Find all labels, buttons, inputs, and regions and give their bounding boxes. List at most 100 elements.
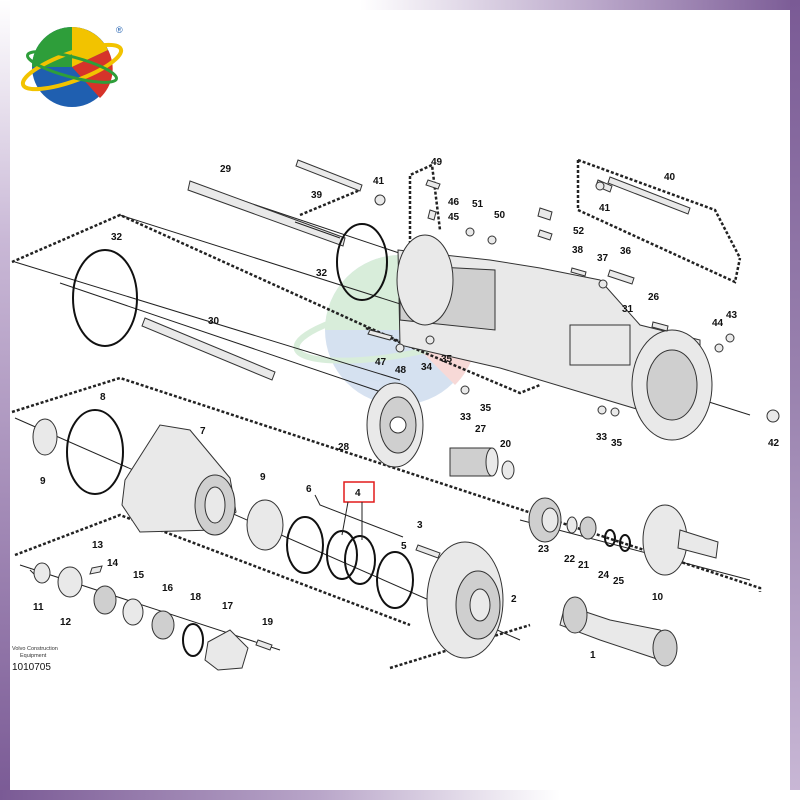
rod-39	[295, 159, 363, 192]
callout-48[interactable]: 48	[395, 365, 407, 376]
callout-5[interactable]: 5	[401, 541, 407, 552]
callout-14[interactable]: 14	[107, 558, 119, 569]
callout-2[interactable]: 2	[511, 594, 517, 605]
callout-25[interactable]: 25	[613, 576, 625, 587]
callout-31[interactable]: 31	[622, 304, 634, 315]
callout-9-left[interactable]: 9	[40, 476, 46, 487]
callout-19[interactable]: 19	[262, 617, 274, 628]
callout-15[interactable]: 15	[133, 570, 145, 581]
callout-34[interactable]: 34	[421, 362, 433, 373]
callout-35-mid[interactable]: 35	[480, 403, 492, 414]
circlip-8	[66, 409, 124, 495]
callout-29[interactable]: 29	[220, 164, 232, 175]
callout-23[interactable]: 23	[538, 544, 550, 555]
callout-16[interactable]: 16	[162, 583, 174, 594]
ring-6	[286, 516, 324, 574]
hub-28	[366, 382, 424, 468]
callout-47[interactable]: 47	[375, 357, 387, 368]
shaft-10	[642, 504, 719, 576]
shaft-29	[187, 180, 346, 247]
wheel-hub-2	[426, 541, 504, 659]
washer-15	[122, 598, 144, 626]
ring-25	[619, 534, 631, 552]
bearing-9-right	[246, 499, 284, 551]
nut-16	[151, 610, 175, 640]
callout-24[interactable]: 24	[598, 570, 610, 581]
carrier-7	[121, 424, 237, 536]
shaft-30	[141, 317, 276, 381]
callout-8[interactable]: 8	[100, 392, 106, 403]
callout-32-left[interactable]: 32	[111, 232, 123, 243]
callout-37[interactable]: 37	[597, 253, 609, 264]
callout-33-right[interactable]: 33	[596, 432, 608, 443]
callout-21[interactable]: 21	[578, 560, 590, 571]
callout-10[interactable]: 10	[652, 592, 664, 603]
callout-40[interactable]: 40	[664, 172, 676, 183]
callout-26[interactable]: 26	[648, 292, 660, 303]
ring-4a	[326, 530, 358, 580]
ring-5	[376, 551, 414, 609]
callout-36[interactable]: 36	[620, 246, 632, 257]
callout-51[interactable]: 51	[472, 199, 484, 210]
callout-30[interactable]: 30	[208, 316, 220, 327]
callout-12[interactable]: 12	[60, 617, 72, 628]
callout-22[interactable]: 22	[564, 554, 576, 565]
pin-13	[89, 565, 103, 575]
callout-35-top[interactable]: 35	[441, 354, 453, 365]
callout-41-right[interactable]: 41	[599, 203, 611, 214]
callout-39[interactable]: 39	[311, 190, 323, 201]
callout-45[interactable]: 45	[448, 212, 460, 223]
ring-4b	[344, 535, 376, 585]
washer-11	[33, 562, 51, 584]
callout-3[interactable]: 3	[417, 520, 423, 531]
callout-42[interactable]: 42	[768, 438, 780, 449]
callout-27[interactable]: 27	[475, 424, 487, 435]
callout-18[interactable]: 18	[190, 592, 202, 603]
leader-4a	[341, 501, 349, 536]
axle-housing	[396, 234, 713, 441]
o-ring-32-right	[336, 223, 388, 301]
callout-9-right[interactable]: 9	[260, 472, 266, 483]
drawing-number: 1010705	[12, 662, 51, 673]
frame-band-bottom	[0, 790, 800, 800]
screw-19	[255, 639, 273, 651]
callout-50[interactable]: 50	[494, 210, 506, 221]
callout-20[interactable]: 20	[500, 439, 512, 450]
nut-14	[93, 585, 117, 615]
callout-49[interactable]: 49	[431, 157, 443, 168]
callout-43[interactable]: 43	[726, 310, 738, 321]
callout-28[interactable]: 28	[338, 442, 350, 453]
gear-23	[528, 497, 562, 543]
callout-labels: 1 2 3 4 5 6 7 8 9 9 10 11 12 13 14 15 16…	[33, 157, 780, 661]
seal-9-left	[32, 418, 58, 456]
callout-33-left[interactable]: 33	[460, 412, 472, 423]
callout-44[interactable]: 44	[712, 318, 724, 329]
callout-32-right[interactable]: 32	[316, 268, 328, 279]
callout-1[interactable]: 1	[590, 650, 596, 661]
frame-band-right	[790, 0, 800, 800]
bearing-21	[579, 516, 597, 540]
washer-22	[566, 516, 578, 534]
callout-11[interactable]: 11	[33, 602, 44, 613]
o-ring-32-left	[72, 249, 138, 347]
callout-46[interactable]: 46	[448, 197, 460, 208]
callout-41-top[interactable]: 41	[373, 176, 385, 187]
callout-35-right[interactable]: 35	[611, 438, 623, 449]
cover-17	[204, 629, 249, 671]
callout-38[interactable]: 38	[572, 245, 584, 256]
registered-mark: ®	[116, 25, 123, 35]
callout-4[interactable]: 4	[355, 488, 361, 499]
frame-band-top	[0, 0, 800, 10]
callout-7[interactable]: 7	[200, 426, 206, 437]
callout-52[interactable]: 52	[573, 226, 585, 237]
washer-20	[501, 460, 515, 480]
gear-27	[449, 447, 499, 477]
highlight-box-part-4	[343, 481, 375, 503]
callout-17[interactable]: 17	[222, 601, 234, 612]
callout-13[interactable]: 13	[92, 540, 104, 551]
bracket-6-5	[314, 494, 404, 538]
callout-6[interactable]: 6	[306, 484, 312, 495]
complete-axle-1	[559, 596, 678, 667]
